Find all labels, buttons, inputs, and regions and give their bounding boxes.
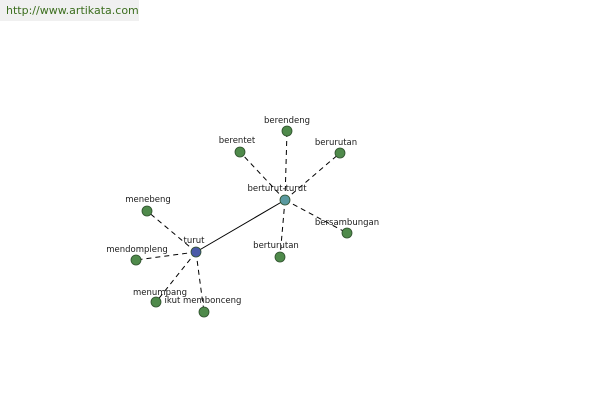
node-dot-mendompleng[interactable] [130, 254, 142, 266]
edge-turut-to-ikut-membonceng [195, 251, 205, 313]
source-url-link[interactable]: http://www.artikata.com [0, 0, 139, 21]
node-berturut-turut[interactable]: berturut-turut [247, 184, 307, 206]
node-label-ikut-membonceng: ikut membonceng [165, 296, 242, 306]
node-label-berurutan-1: berurutan [315, 138, 357, 148]
edge-berturut-turut-to-berentet [239, 151, 286, 201]
node-dot-turut[interactable] [190, 246, 202, 258]
edge-turut-to-mendompleng [135, 251, 197, 261]
node-bersambungan[interactable]: bersambungan [315, 218, 379, 239]
edge-turut-to-menumpang [155, 251, 197, 303]
node-label-menebeng: menebeng [125, 195, 171, 205]
node-dot-ikut-membonceng[interactable] [198, 306, 210, 318]
node-berendeng[interactable]: berendeng [264, 116, 310, 137]
node-label-bersambungan: bersambungan [315, 218, 379, 228]
node-ikut-membonceng[interactable]: ikut membonceng [165, 296, 242, 318]
edge-berturut-turut-to-berturutan [279, 199, 286, 258]
edge-berturut-turut-to-berendeng [284, 130, 288, 201]
edge-berturut-turut-to-bersambungan [284, 199, 348, 234]
node-dot-menebeng[interactable] [141, 205, 153, 217]
node-berurutan-1[interactable]: berurutan [315, 138, 357, 159]
node-turut[interactable]: turut [184, 236, 206, 258]
node-label-berendeng: berendeng [264, 116, 310, 126]
node-menumpang[interactable]: menumpang [133, 288, 187, 308]
node-berentet[interactable]: berentet [219, 136, 256, 158]
node-label-mendompleng: mendompleng [106, 245, 168, 255]
node-dot-bersambungan[interactable] [341, 227, 353, 239]
node-dot-berturutan[interactable] [274, 251, 286, 263]
edges-layer [135, 130, 348, 313]
node-dot-berturut-turut[interactable] [279, 194, 291, 206]
node-berturutan[interactable]: berturutan [253, 241, 299, 263]
node-mendompleng[interactable]: mendompleng [106, 245, 168, 266]
node-label-turut: turut [184, 236, 206, 246]
node-dot-berentet[interactable] [234, 146, 246, 158]
node-dot-menumpang[interactable] [150, 296, 162, 308]
node-label-berturut-turut: berturut-turut [247, 184, 307, 194]
node-dot-berurutan-1[interactable] [334, 147, 346, 159]
node-dot-berendeng[interactable] [281, 125, 293, 137]
node-label-berturutan: berturutan [253, 241, 299, 251]
node-menebeng[interactable]: menebeng [125, 195, 171, 217]
edge-berturut-turut-to-berurutan-1 [284, 152, 341, 201]
edge-turut-to-menebeng [146, 210, 197, 253]
edge-turut-to-berturut-turut [195, 199, 286, 253]
nodes-layer: turut berturut-turut menebeng mendompleng me… [106, 116, 379, 318]
node-label-berentet: berentet [219, 136, 256, 146]
node-label-menumpang: menumpang [133, 288, 187, 298]
